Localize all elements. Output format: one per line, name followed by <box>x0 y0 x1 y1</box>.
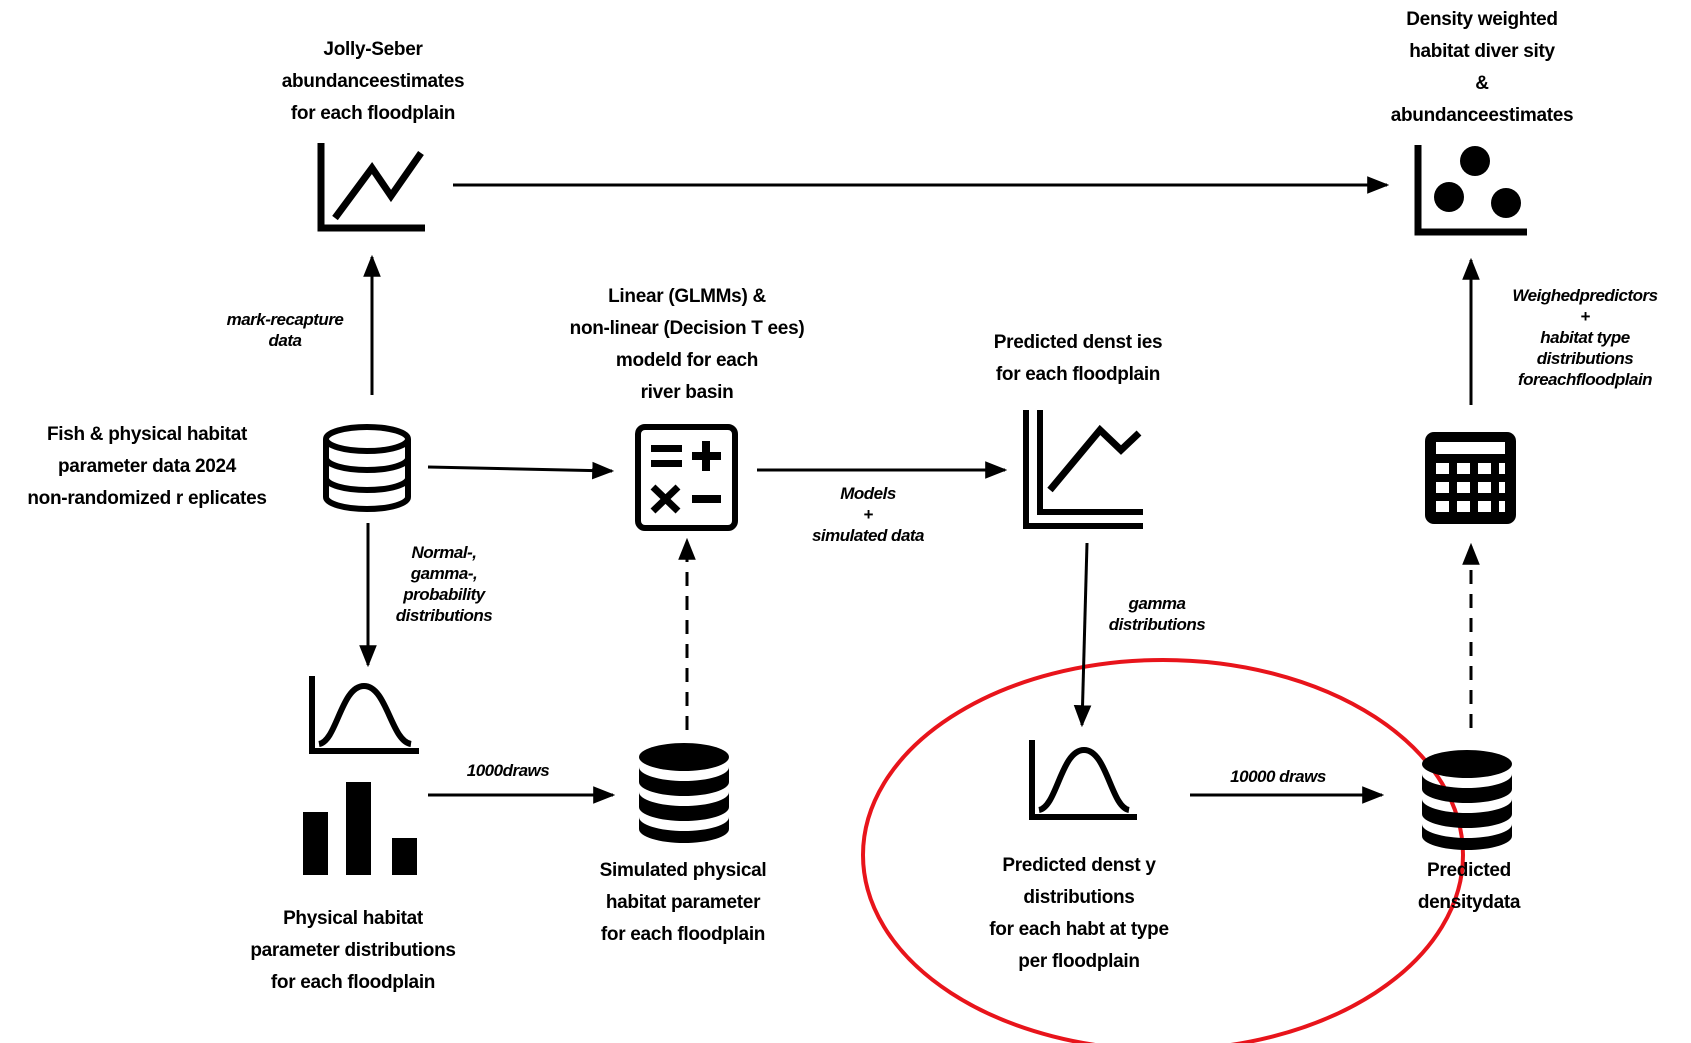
highlight-ellipse <box>861 658 1465 1043</box>
draws-10000-edge-label: 10000 draws <box>1230 767 1326 786</box>
arrows <box>359 176 1480 804</box>
models-simulated-edge-label: Models+simulated data <box>811 484 925 545</box>
calculator-icon <box>1425 432 1516 524</box>
database-icon <box>323 424 411 512</box>
scatter-chart-icon <box>1414 145 1527 236</box>
line-chart-icon <box>317 143 425 232</box>
line-chart-icon <box>1023 410 1143 529</box>
arrow-predicted-to-gamma <box>1073 542 1092 728</box>
models-label: Linear (GLMMs) &non-linear (Decision T e… <box>569 286 805 403</box>
database-icon <box>1422 750 1512 850</box>
draws-1000-edge-label: 1000draws <box>466 761 550 780</box>
calculator-operations-icon <box>635 424 738 531</box>
bell-curve-and-bar-chart-icon <box>303 676 419 875</box>
database-icon <box>639 743 729 843</box>
arrow-data-to-models <box>427 461 615 480</box>
bell-curve-icon <box>1029 740 1137 820</box>
